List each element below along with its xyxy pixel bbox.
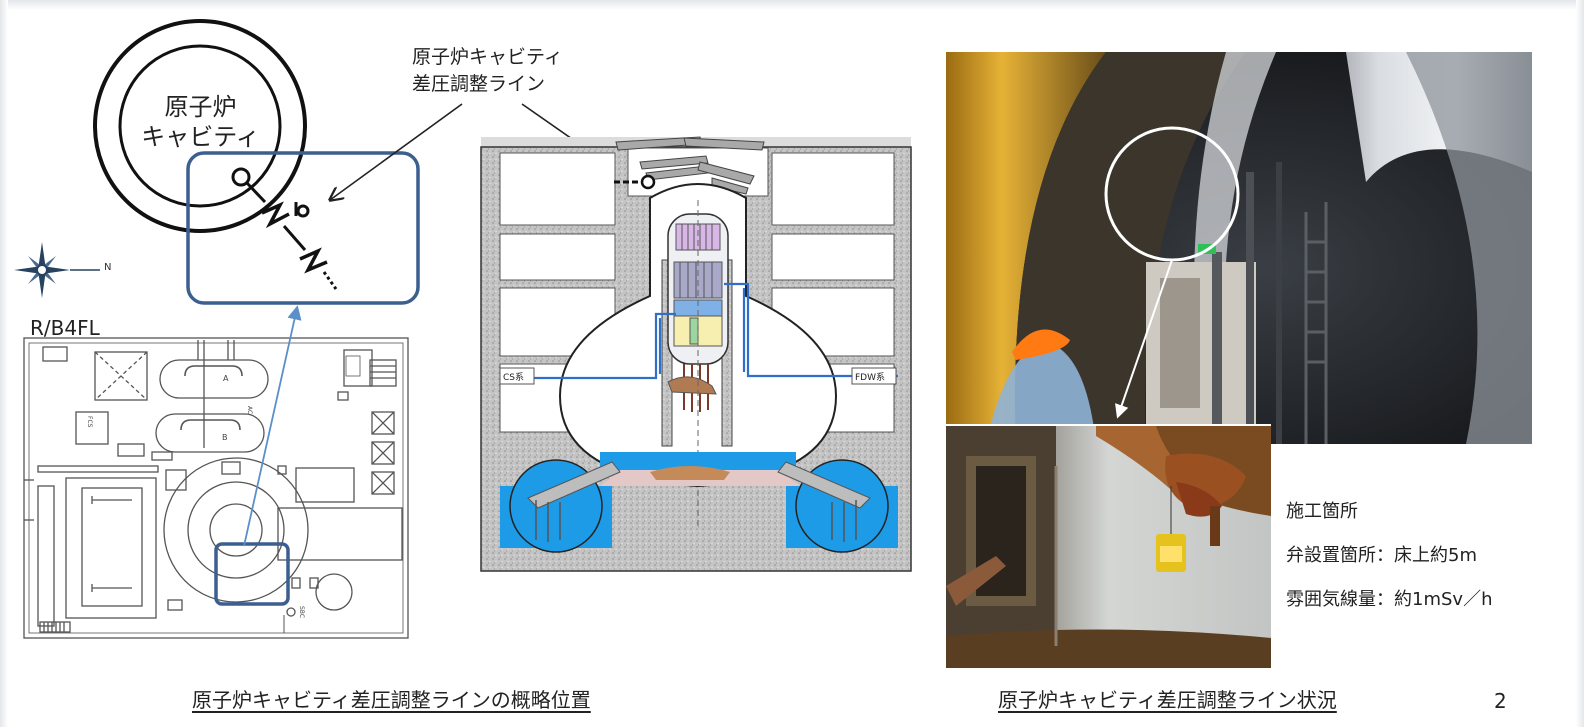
cavity-label-line-2: キャビティ [141, 123, 260, 151]
info-line-3: 雰囲気線量：約1mSv／h [1286, 589, 1493, 610]
callout-line-1: 原子炉キャビティ [412, 46, 563, 68]
valve-line-symbol [231, 167, 338, 290]
info-line-1: 施工箇所 [1286, 501, 1358, 522]
cavity-label-line-1: 原子炉 [164, 93, 237, 121]
photo-valve-location-image [946, 426, 1271, 668]
plan-ac-label: AC [246, 406, 253, 414]
floor-plan [23, 337, 409, 639]
slide-frame-right [1576, 0, 1584, 727]
photo-cavity-interior-image [946, 52, 1532, 444]
slide-frame-top [0, 0, 1584, 10]
callout-line-2: 差圧調整ライン [412, 73, 546, 95]
cavity-label: 原子炉 キャビティ [128, 92, 273, 152]
callout-arrow-right [521, 103, 628, 178]
plan-location-box [214, 542, 290, 606]
compass-north-label: N [104, 262, 112, 273]
slide-frame-left [0, 0, 8, 727]
highlight-box [186, 151, 420, 305]
compass-icon [14, 242, 100, 298]
reactor-cs-label: CS系 [503, 372, 524, 383]
callout-arrow-left [330, 103, 463, 200]
callout-label: 原子炉キャビティ 差圧調整ライン [412, 44, 563, 98]
floor-label: R/B4FL [30, 316, 100, 340]
info-line-2: 弁設置箇所：床上約5m [1286, 545, 1477, 566]
plan-fcs-label: FCS [86, 416, 93, 428]
plan-sbc-label: SBC [298, 606, 305, 618]
caption-left: 原子炉キャビティ差圧調整ラインの概略位置 [192, 688, 591, 712]
plan-tank-a-label: A [223, 374, 229, 383]
reactor-fdw-label: FDW系 [855, 372, 885, 383]
photo-valve-location [946, 424, 1271, 668]
reactor-cross-section: CS系 FDW系 [480, 136, 912, 572]
photo-cavity-interior [946, 52, 1532, 444]
plan-to-detail-arrow [243, 305, 302, 547]
page-number: 2 [1494, 689, 1507, 713]
plan-tank-b-label: B [222, 433, 228, 442]
caption-right: 原子炉キャビティ差圧調整ライン状況 [998, 688, 1337, 712]
